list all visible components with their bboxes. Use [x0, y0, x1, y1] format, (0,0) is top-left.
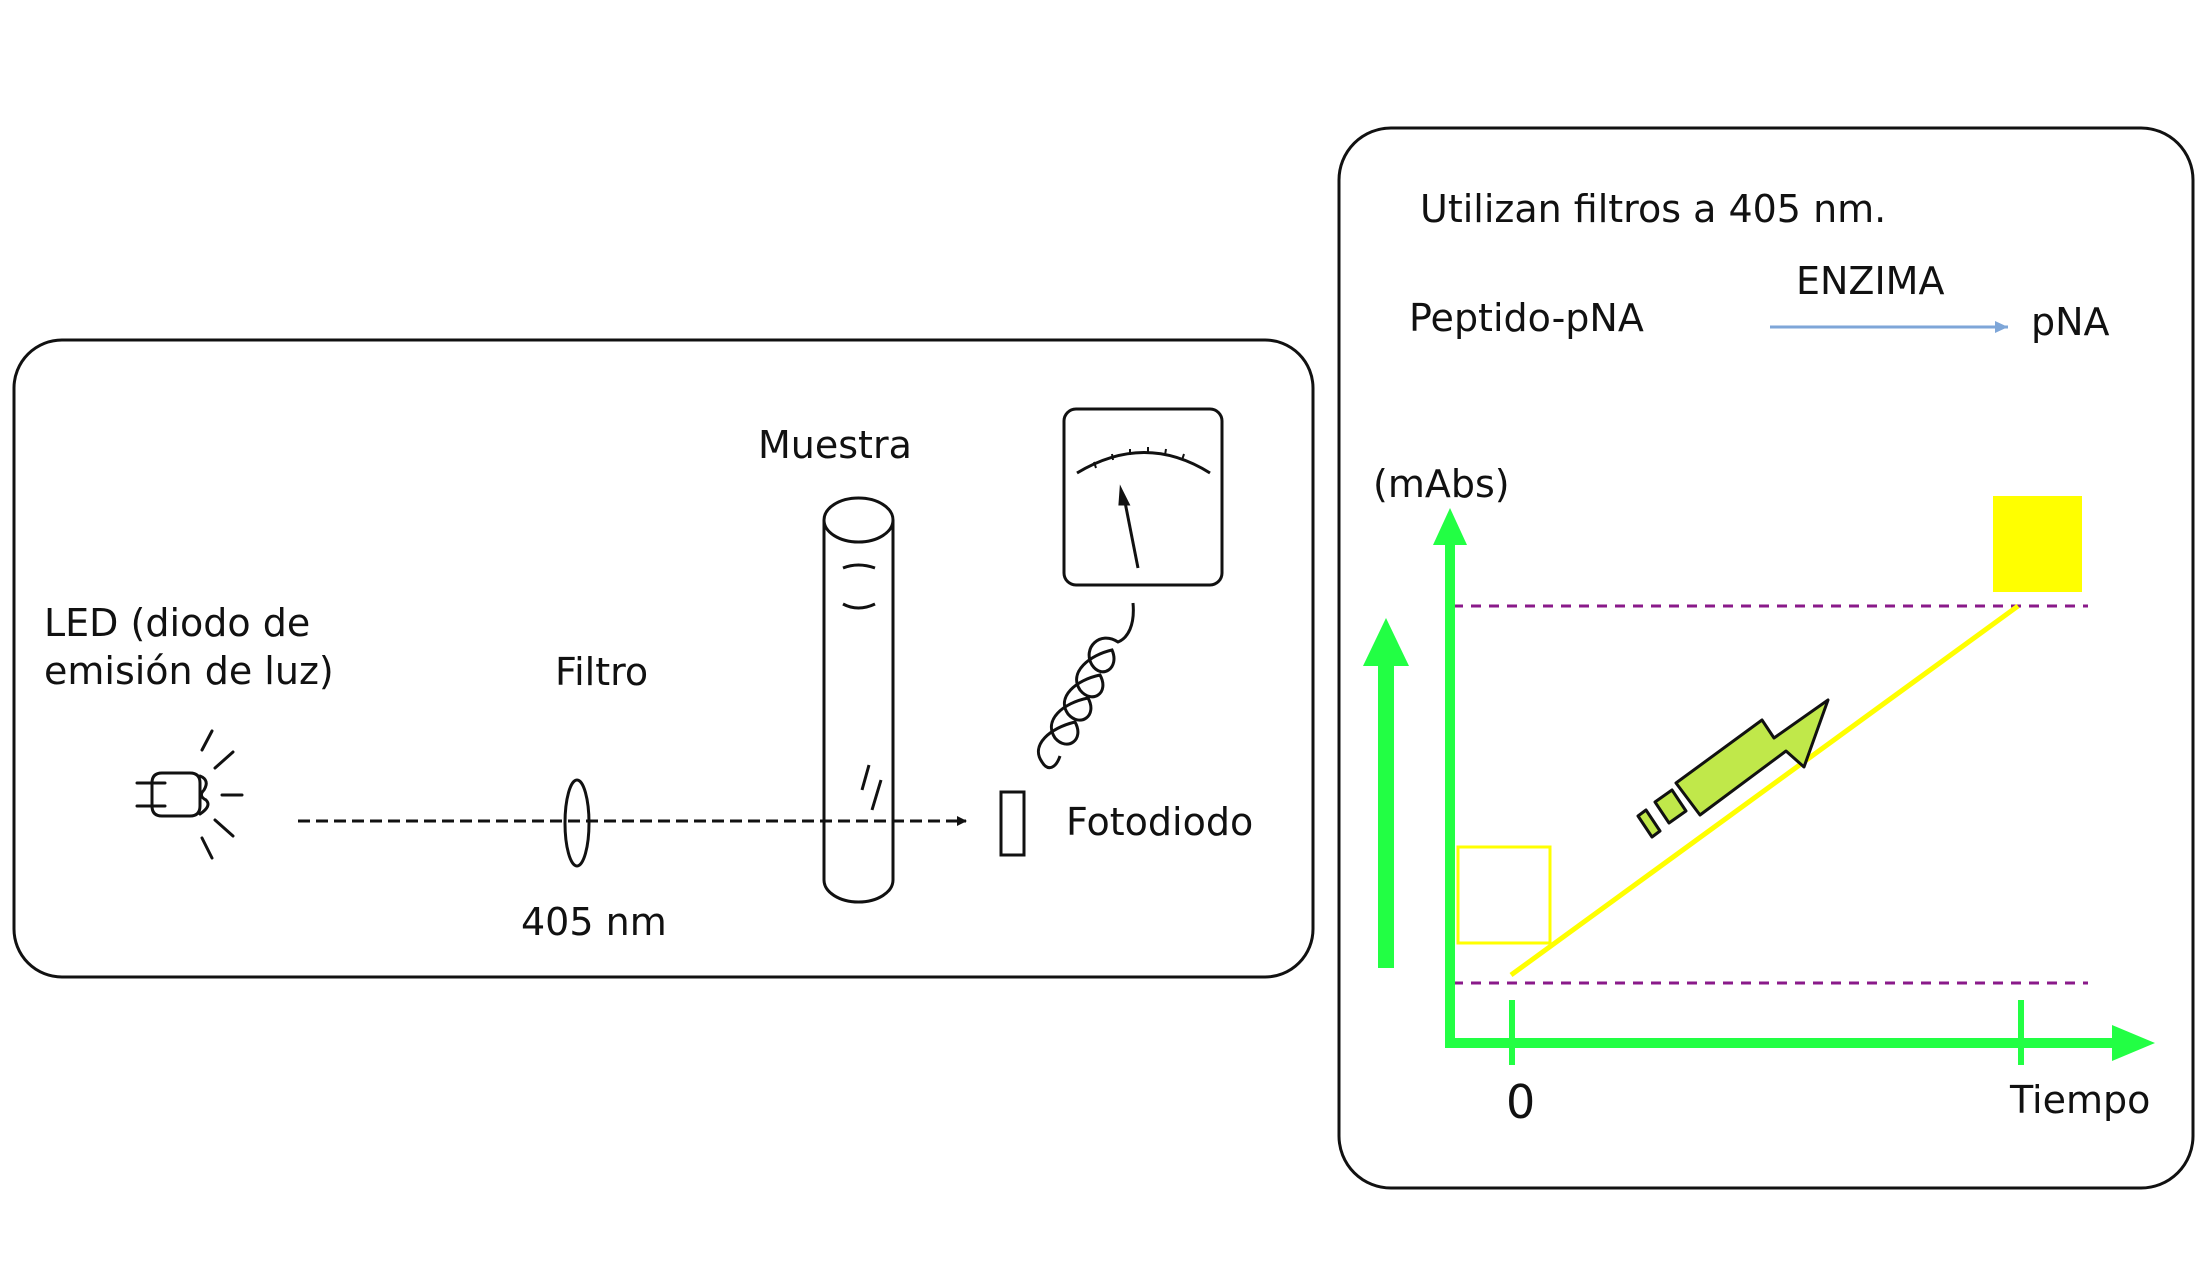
- substrate-label: Peptido-pNA: [1409, 296, 1644, 340]
- filter-note: Utilizan filtros a 405 nm.: [1420, 187, 1886, 231]
- kinetics-panel: [1337, 126, 2195, 1190]
- filter-label: Filtro: [555, 650, 648, 694]
- instrument-panel: [12, 338, 1315, 979]
- photodiode-label: Fotodiodo: [1066, 800, 1253, 844]
- x-origin-label: 0: [1506, 1075, 1535, 1129]
- y-axis-label: (mAbs): [1373, 462, 1510, 506]
- product-label: pNA: [2031, 300, 2110, 344]
- meter-icon: [1062, 407, 1224, 587]
- led-label-line2: emisión de luz): [44, 649, 334, 693]
- y-axis: [1433, 508, 1467, 1046]
- led-icon: [135, 729, 244, 860]
- x-axis-label: Tiempo: [2009, 1078, 2150, 1122]
- enzyme-label: ENZIMA: [1796, 259, 1944, 303]
- sample-tube: [822, 496, 895, 904]
- meter-cable: [1036, 602, 1135, 770]
- x-axis: [1445, 1025, 2155, 1061]
- start-marker: [1456, 845, 1552, 945]
- sample-label: Muestra: [758, 423, 912, 467]
- photodiode: [999, 790, 1026, 857]
- progress-arrow-icon: [1636, 698, 1830, 839]
- led-label-line1: LED (diodo de: [44, 601, 310, 645]
- absorbance-trend-line: [1509, 603, 2020, 978]
- filter-lens: [563, 778, 591, 868]
- increase-arrow: [1363, 618, 1409, 968]
- filter-wavelength-label: 405 nm: [521, 900, 667, 944]
- end-marker: [1993, 496, 2082, 592]
